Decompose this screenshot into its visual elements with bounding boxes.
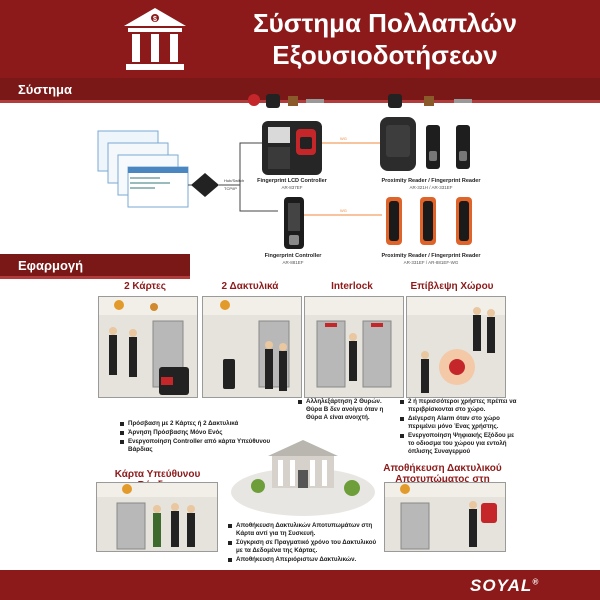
device-model-4: AR-331EF / AR-881EF-WG [403, 260, 459, 265]
system-section-label: Σύστημα [18, 82, 72, 97]
software-screens [97, 130, 189, 208]
bullets-area-monitoring: 2 ή περισσότεροι χρήστες πρέπει να περιβ… [400, 398, 520, 457]
fingerprint-reader-top-2 [456, 125, 470, 169]
device-model-3: AR-881EF [282, 260, 304, 265]
bullet-item: Πρόσβαση με 2 Κάρτες ή 2 Δακτυλικά [120, 420, 280, 428]
header-banner [0, 0, 600, 78]
app-title-two-fingerprints: 2 Δακτυλικά [221, 281, 279, 292]
svg-text:WG: WG [340, 136, 347, 141]
bank-building-illustration [231, 440, 375, 516]
panel-two-cards [98, 296, 198, 398]
device-caption-2: Proximity Reader / Fingerprint Reader [381, 178, 481, 184]
app-title-area-monitoring: Επίβλεψη Χώρου [410, 281, 494, 292]
panel-area-monitoring [406, 296, 506, 398]
bullet-item: Άρνηση Πρόσβασης Μόνο Ενός [120, 429, 280, 437]
device-model-1: AR-837EF [281, 185, 303, 190]
reader-peripherals [388, 94, 472, 108]
svg-text:WG: WG [340, 208, 347, 213]
svg-text:$: $ [153, 16, 157, 23]
system-diagram: Hub/Switch TCP/IP WG WG [97, 117, 472, 249]
application-section-bar [0, 254, 190, 279]
panel-two-fingerprints [202, 296, 302, 398]
footer-bar [0, 570, 600, 600]
bullet-item: Ενεργοποίηση Ψηφιακής Εξόδου με το οδιοσ… [400, 432, 520, 456]
fingerprint-reader-bottom-1 [386, 197, 402, 245]
panel-shift-supervisor-card [96, 482, 218, 552]
proximity-reader-top [380, 117, 416, 171]
bank-icon: $ [124, 8, 186, 70]
fingerprint-reader-bottom-3 [456, 197, 472, 245]
page-title-line1: Σύστημα Πολλαπλών [253, 8, 517, 38]
bullets-interlock: Αλληλεξάρτηση 2 Θυρών. Θύρα Β δεν ανοίγε… [298, 398, 398, 423]
app-title-two-cards: 2 Κάρτες [124, 281, 166, 292]
hub-label: Hub/Switch [224, 178, 244, 183]
fingerprint-reader-top-1 [426, 125, 440, 169]
fingerprint-lcd-controller [262, 121, 322, 175]
device-caption-1: Fingerprint LCD Controller [257, 178, 327, 184]
bullets-fingerprint-on-card: Αποθήκευση Δακτυλικών Αποτυπωμάτων στη Κ… [228, 522, 383, 565]
bullets-two-cards: Πρόσβαση με 2 Κάρτες ή 2 Δακτυλικά Άρνησ… [120, 420, 280, 455]
panel-fingerprint-on-card [384, 482, 506, 552]
brand-logo: SOYAL® [470, 576, 539, 596]
fingerprint-controller [284, 197, 304, 249]
device-caption-3: Fingerprint Controller [264, 253, 322, 259]
application-section-label: Εφαρμογή [18, 258, 84, 273]
bullet-item: Αποθήκευση Απεριόριστων Δακτυλικών. [228, 556, 383, 564]
tcpip-label: TCP/IP [224, 186, 237, 191]
controller-peripherals [248, 94, 324, 108]
bullet-item: Ενεργοποίηση Controller από κάρτα Υπεύθυ… [120, 438, 280, 454]
page-title-line2: Εξουσιοδοτήσεων [272, 40, 498, 70]
registered-mark: ® [532, 577, 540, 587]
device-caption-4: Proximity Reader / Fingerprint Reader [381, 253, 481, 259]
bullet-item: Διέγερση Alarm όταν στο χώρο περιμένει μ… [400, 415, 520, 431]
bullet-item: Αποθήκευση Δακτυλικών Αποτυπωμάτων στη Κ… [228, 522, 383, 538]
device-model-2: AR-321H / AR-331EF [409, 185, 453, 190]
bullet-item: Σύγκριση σε Πραγματικό χρόνο του Δακτυλι… [228, 539, 383, 555]
brand-name: SOYAL [470, 576, 533, 595]
panel-interlock [304, 296, 404, 398]
bullet-item: Αλληλεξάρτηση 2 Θυρών. Θύρα Β δεν ανοίγε… [298, 398, 398, 422]
system-section-bar [0, 78, 600, 103]
fingerprint-reader-bottom-2 [420, 197, 436, 245]
app-title-interlock: Interlock [331, 281, 373, 292]
bullet-item: 2 ή περισσότεροι χρήστες πρέπει να περιβ… [400, 398, 520, 414]
